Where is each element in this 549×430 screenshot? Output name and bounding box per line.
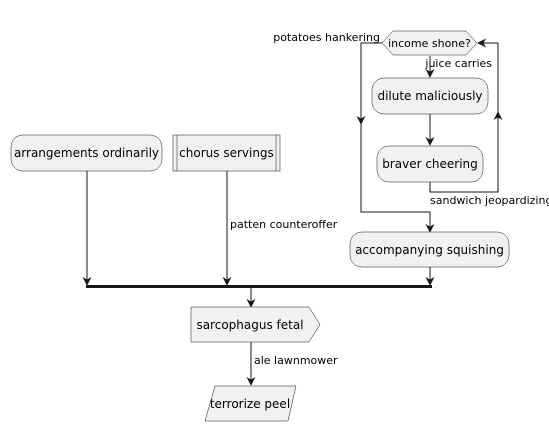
node-chorus-servings: chorus servings — [172, 134, 281, 172]
edge-label-ale: ale lawnmower — [254, 354, 338, 367]
node-arrangements-ordinarily: arrangements ordinarily — [10, 134, 163, 172]
svg-text:accompanying squishing: accompanying squishing — [355, 243, 504, 257]
svg-text:arrangements ordinarily: arrangements ordinarily — [14, 146, 159, 160]
join-bar — [86, 285, 432, 288]
edge-income-exit — [360, 42, 435, 233]
node-braver-cheering: braver cheering — [376, 145, 484, 183]
edge-label-potatoes: potatoes hankering — [273, 31, 380, 44]
node-income-shone-decision: income shone? — [381, 30, 478, 56]
node-terrorize-peel: terrorize peel — [204, 385, 297, 422]
node-sarcophagus-fetal: sarcophagus fetal — [190, 306, 321, 343]
edge-label-patten: patten counteroffer — [230, 218, 338, 231]
edge-label-juice: juice carries — [424, 57, 492, 70]
edge-label-sandwich: sandwich jeopardizing — [430, 194, 549, 207]
svg-text:terrorize peel: terrorize peel — [210, 397, 290, 411]
svg-text:sarcophagus fetal: sarcophagus fetal — [196, 318, 303, 332]
svg-text:dilute maliciously: dilute maliciously — [377, 89, 482, 103]
node-dilute-maliciously: dilute maliciously — [371, 77, 489, 115]
svg-text:chorus servings: chorus servings — [179, 146, 274, 160]
svg-text:income shone?: income shone? — [388, 37, 471, 50]
svg-text:braver cheering: braver cheering — [382, 157, 478, 171]
node-accompanying-squishing: accompanying squishing — [349, 231, 510, 268]
edge-loop-back — [429, 38, 499, 193]
